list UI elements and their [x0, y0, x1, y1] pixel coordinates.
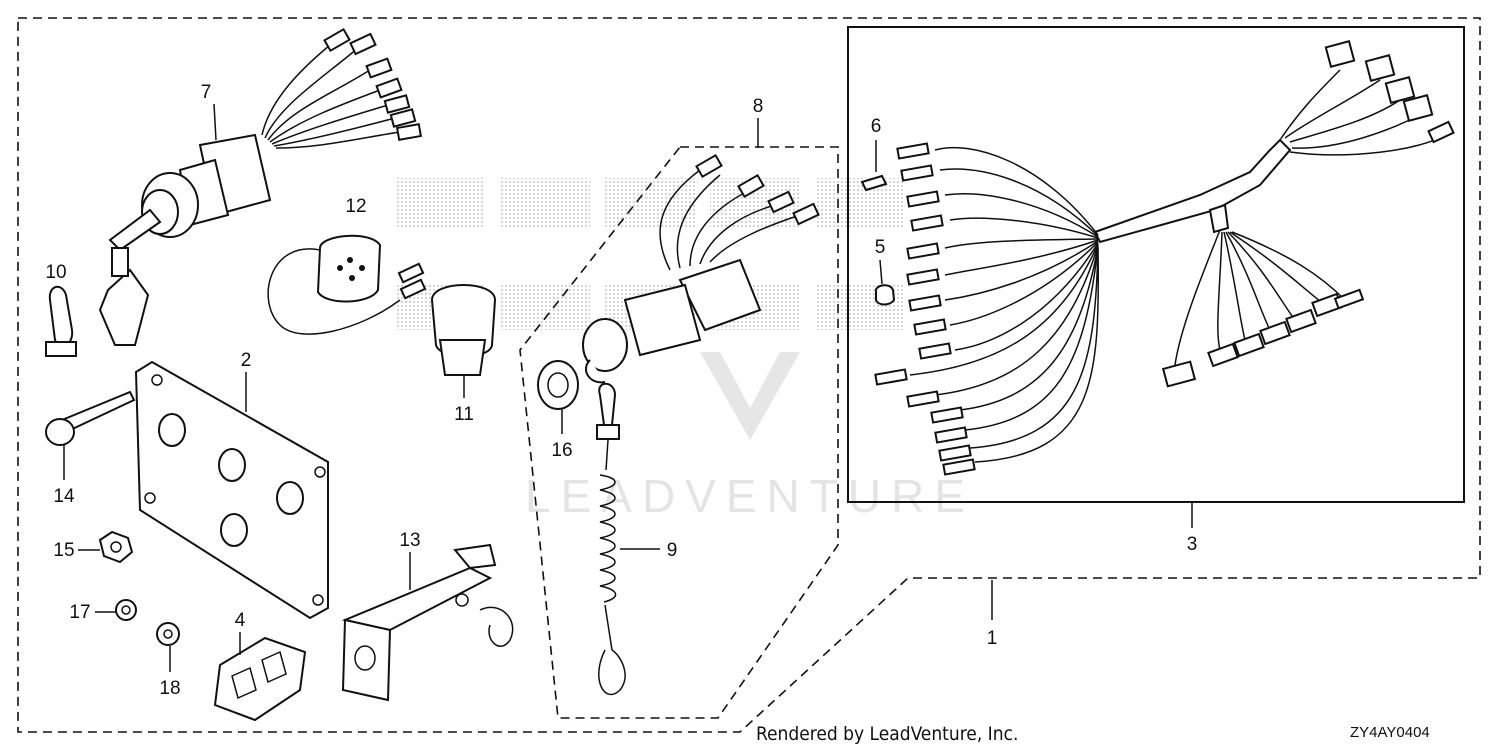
washer-17 — [115, 599, 137, 621]
washer-18 — [156, 622, 180, 646]
callout-8: 8 — [753, 96, 764, 117]
band-clamp-11 — [430, 284, 497, 376]
lanyard-9 — [596, 382, 626, 696]
stop-switch-8 — [582, 153, 820, 384]
harness-box-3 — [847, 26, 1465, 503]
screw-14 — [45, 390, 136, 446]
cap-5 — [874, 284, 896, 306]
callout-1: 1 — [987, 628, 998, 649]
callout-6: 6 — [871, 116, 882, 137]
callout-2: 2 — [241, 350, 252, 371]
callout-4: 4 — [235, 610, 246, 631]
callout-5: 5 — [875, 237, 886, 258]
nut-15 — [98, 530, 134, 564]
callout-17: 17 — [69, 602, 90, 623]
mounting-plate-2 — [134, 360, 329, 620]
callout-18: 18 — [159, 678, 180, 699]
assembly-boundary-1 — [17, 17, 1481, 733]
sleeve-6 — [860, 174, 888, 192]
callout-3: 3 — [1187, 534, 1198, 555]
connector-4 — [213, 636, 307, 722]
bracket-13 — [341, 543, 514, 702]
clip-10 — [45, 285, 77, 357]
callout-9: 9 — [667, 540, 678, 561]
diagram-code: ZY4AY0404 — [1350, 724, 1430, 741]
nut-16 — [537, 360, 579, 410]
callout-11: 11 — [454, 404, 474, 425]
wire-harness-3 — [874, 40, 1455, 476]
leadventure-logo-mark — [700, 352, 800, 440]
group-boundary-8 — [519, 146, 839, 719]
buzzer-12 — [267, 234, 427, 335]
callout-12: 12 — [345, 196, 366, 217]
callout-15: 15 — [53, 540, 74, 561]
callout-16: 16 — [551, 440, 572, 461]
leadventure-watermark: LEADVENTURE — [525, 470, 975, 522]
callout-7: 7 — [201, 82, 212, 103]
callout-14: 14 — [53, 486, 75, 507]
callout-13: 13 — [399, 530, 420, 551]
render-credit: Rendered by LeadVenture, Inc. — [756, 723, 1018, 745]
callout-10: 10 — [45, 262, 66, 283]
ignition-switch-7 — [98, 27, 423, 346]
